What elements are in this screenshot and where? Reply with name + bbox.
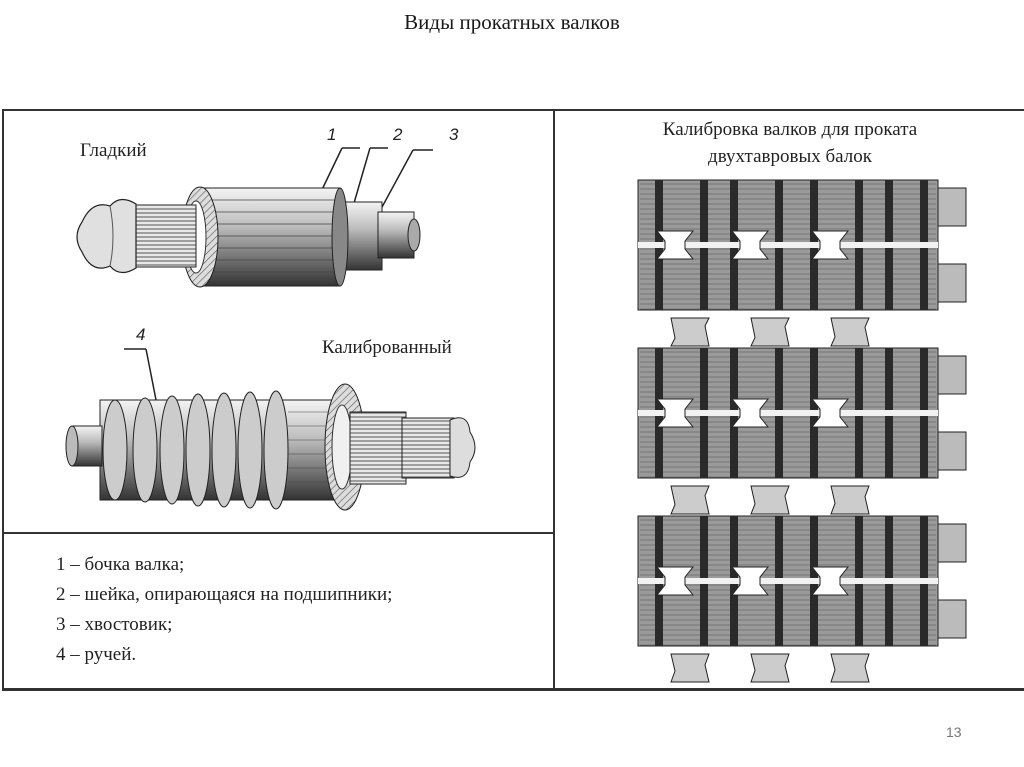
page-number: 13	[946, 724, 962, 740]
callout-3: 3	[449, 125, 459, 144]
beam-profile	[670, 317, 710, 347]
beam-profile	[670, 653, 710, 683]
roll-gap	[638, 410, 938, 416]
beam-profile	[830, 485, 870, 515]
roll-pass	[810, 230, 850, 260]
frame-border-left	[2, 109, 4, 691]
roll-pass	[730, 398, 770, 428]
roll-pass	[730, 230, 770, 260]
roll-pass	[655, 566, 695, 596]
calibration-title-line1: Калибровка валков для проката	[662, 119, 918, 140]
roll-neck	[937, 523, 967, 563]
roll-gap	[638, 578, 938, 584]
legend-item: 1 – бочка валка;	[56, 554, 185, 575]
roll-gap	[638, 242, 938, 248]
roll-neck	[937, 355, 967, 395]
roll-pass	[655, 398, 695, 428]
roll-pass	[655, 230, 695, 260]
legend-item: 4 – ручей.	[56, 644, 137, 665]
callout-1: 1	[327, 125, 337, 144]
roll-pass	[810, 398, 850, 428]
calibrated-roll-illustration	[65, 348, 476, 511]
roll-pass	[730, 566, 770, 596]
beam-profile	[670, 485, 710, 515]
calibration-title-line2: двухтавровых балок	[708, 146, 872, 167]
roll-neck	[937, 599, 967, 639]
roll-barrel	[199, 187, 341, 287]
parts-legend: 1 – бочка валка; 2 – шейка, опирающаяся …	[56, 550, 392, 670]
beam-profile	[750, 485, 790, 515]
calibration-title: Калибровка валков для проката двухтавров…	[556, 116, 1024, 170]
roll-wobbler	[76, 198, 137, 274]
smooth-roll-label: Гладкий	[80, 140, 147, 161]
frame-divider-horizontal	[2, 532, 555, 534]
legend-item: 2 – шейка, опирающаяся на подшипники;	[56, 584, 393, 605]
frame-divider-vertical	[553, 109, 555, 691]
beam-profile	[830, 653, 870, 683]
beam-profile	[750, 653, 790, 683]
roll-grooves	[102, 390, 289, 510]
roll-neck	[937, 187, 967, 227]
legend-item: 3 – хвостовик;	[56, 614, 173, 635]
roll-neck	[937, 263, 967, 303]
smooth-roll-illustration	[76, 147, 433, 288]
callout-4: 4	[136, 325, 146, 344]
slide-title: Виды прокатных валков	[404, 10, 620, 34]
beam-profile	[830, 317, 870, 347]
frame-border-top	[2, 109, 1024, 111]
callout-2: 2	[393, 125, 403, 144]
calibrated-roll-label: Калиброванный	[322, 337, 452, 358]
roll-pass	[810, 566, 850, 596]
frame-border-bottom	[2, 688, 1024, 691]
roll-neck	[937, 431, 967, 471]
beam-profile	[750, 317, 790, 347]
